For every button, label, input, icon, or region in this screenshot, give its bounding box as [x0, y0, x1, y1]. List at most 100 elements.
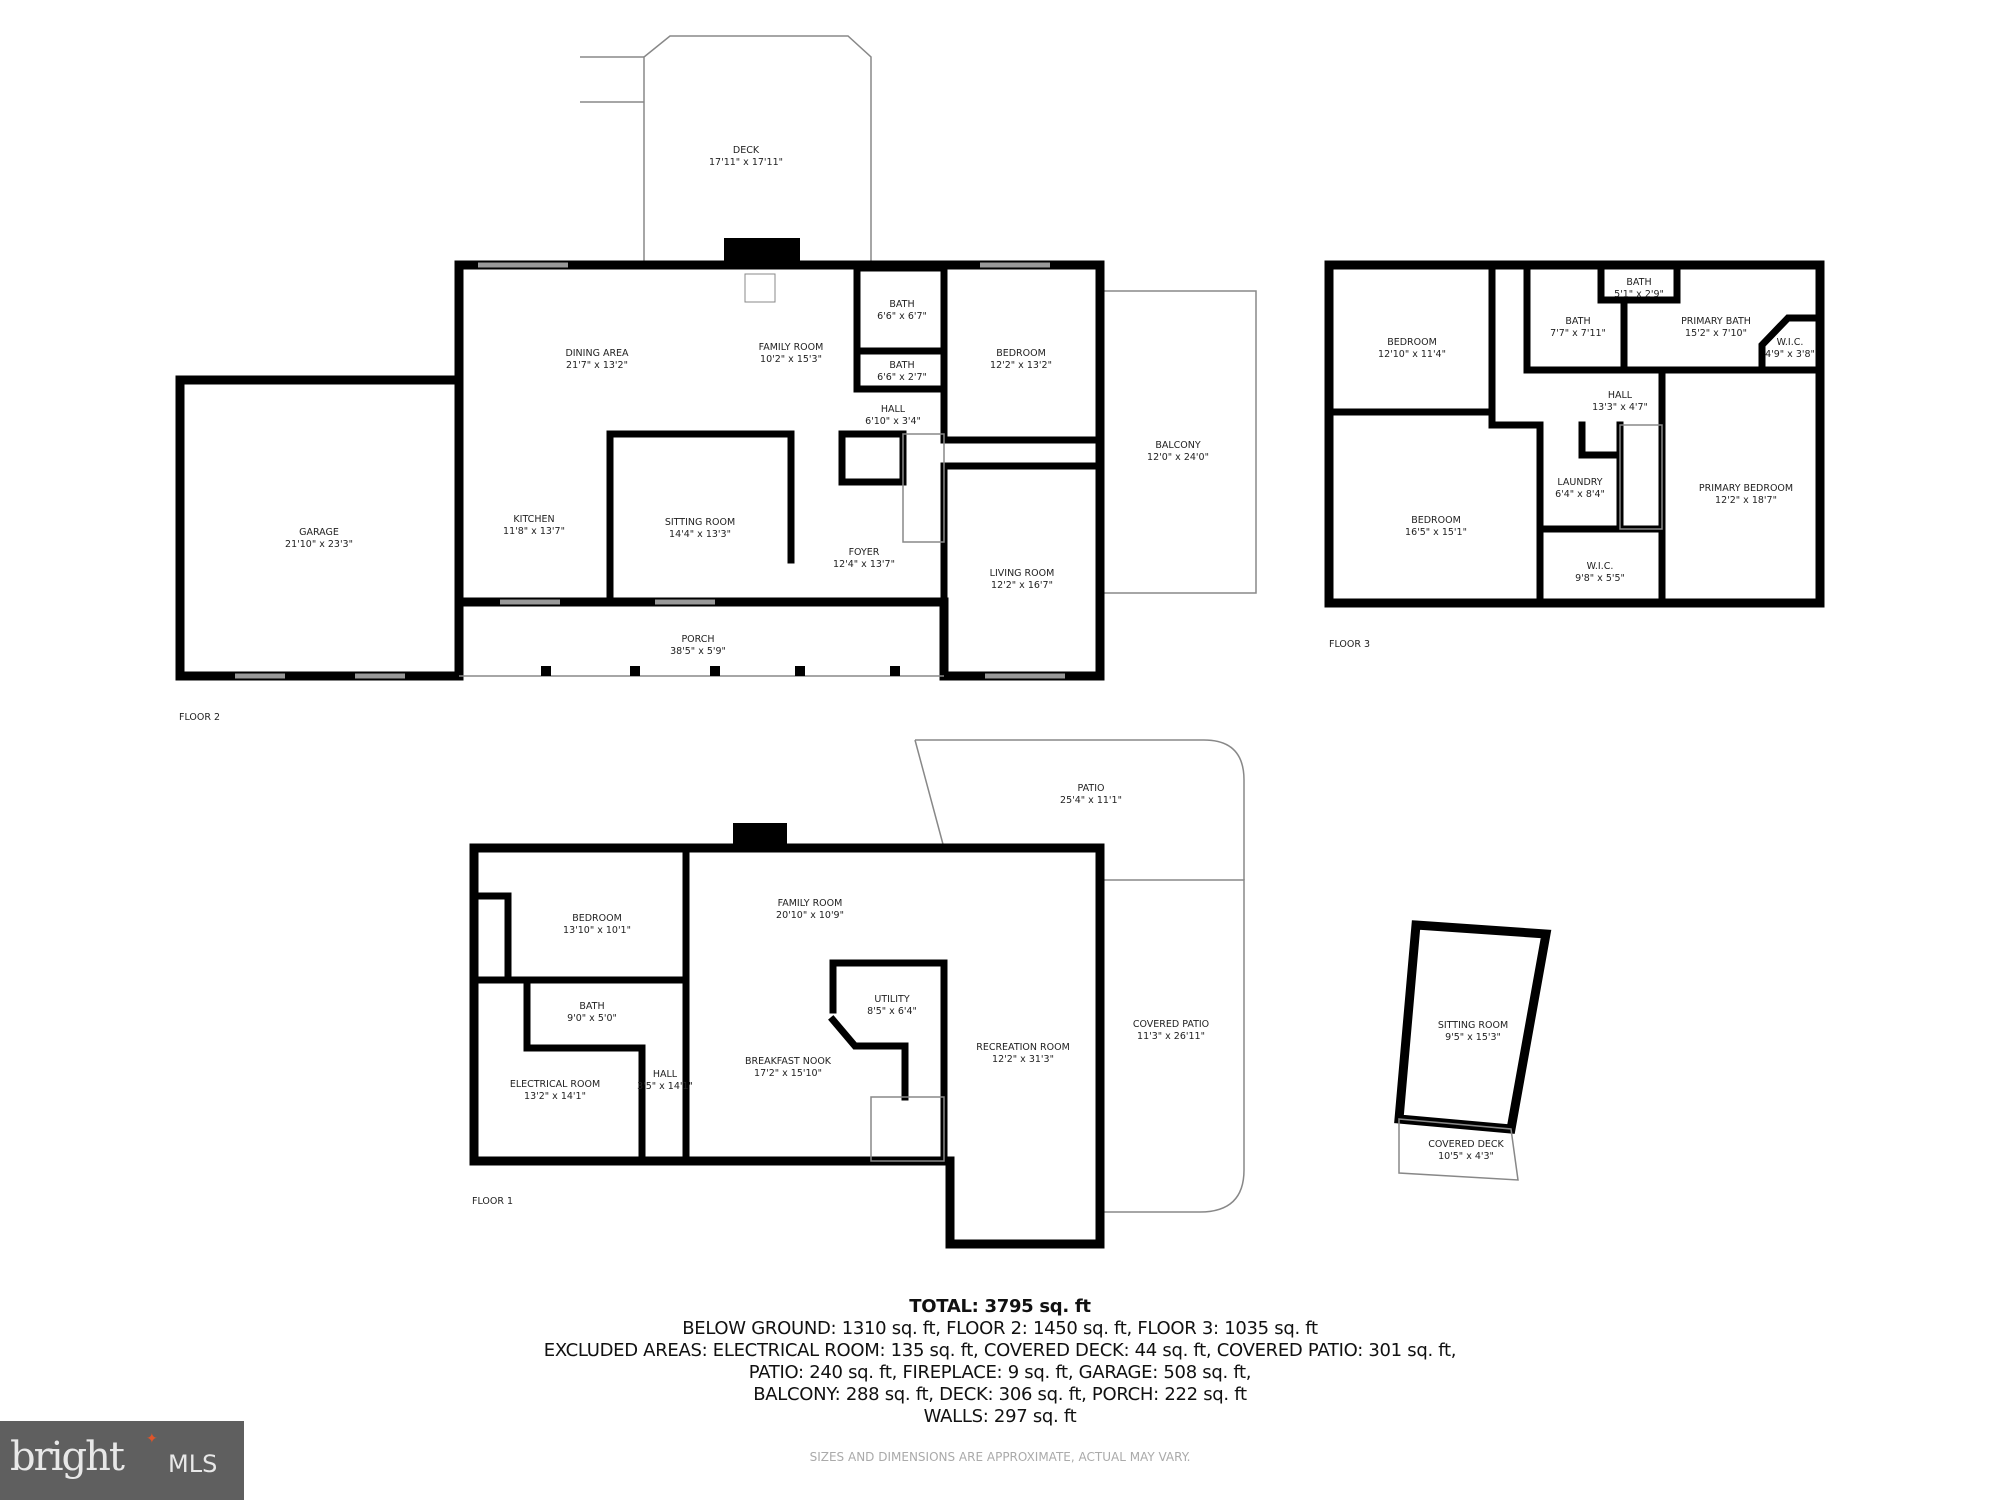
- room-name: BATH: [1565, 316, 1590, 327]
- room-name: FAMILY ROOM: [778, 898, 843, 909]
- area-summary: TOTAL: 3795 sq. ft BELOW GROUND: 1310 sq…: [0, 1296, 2000, 1428]
- closet-wall: [838, 430, 907, 486]
- room-name: ELECTRICAL ROOM: [510, 1079, 600, 1090]
- patio-outline: [914, 739, 1245, 880]
- room-name: HALL: [653, 1069, 678, 1080]
- room-dims: 17'11" x 17'11": [709, 157, 783, 168]
- room-name: PRIMARY BEDROOM: [1699, 483, 1793, 494]
- room-name: HALL: [881, 404, 906, 415]
- room-name: BEDROOM: [1387, 337, 1437, 348]
- room-name: SITTING ROOM: [1438, 1020, 1508, 1031]
- room-name: UTILITY: [874, 994, 909, 1005]
- windows: [235, 262, 1065, 679]
- porch-posts: [541, 666, 900, 676]
- room-dims: 12'0" x 24'0": [1147, 452, 1209, 463]
- wall: [1597, 261, 1681, 304]
- room-dims: 21'10" x 23'3": [285, 539, 353, 550]
- bright-mls-logo: bright ✦ MLS: [0, 1421, 244, 1500]
- room-dims: 8'5" x 6'4": [867, 1006, 917, 1017]
- floor-label: FLOOR 2: [179, 712, 220, 723]
- room-name: PORCH: [681, 634, 714, 645]
- room-name: PATIO: [1078, 783, 1105, 794]
- room-name: RECREATION ROOM: [976, 1042, 1070, 1053]
- room-dims: 21'7" x 13'2": [566, 360, 628, 371]
- room-name: BATH: [579, 1001, 604, 1012]
- outbuilding-plan: [1394, 920, 1552, 1181]
- room-dims: 12'10" x 11'4": [1378, 349, 1446, 360]
- logo-suffix: MLS: [168, 1450, 218, 1478]
- summary-line: PATIO: 240 sq. ft, FIREPLACE: 9 sq. ft, …: [748, 1362, 1252, 1383]
- room-name: FAMILY ROOM: [759, 342, 824, 353]
- room-name: SITTING ROOM: [665, 517, 735, 528]
- room-dims: 12'2" x 16'7": [991, 580, 1053, 591]
- utility-wall: [828, 1015, 909, 1101]
- room-dims: 9'8" x 5'5": [1575, 573, 1625, 584]
- room-dims: 12'2" x 18'7": [1715, 495, 1777, 506]
- room-name: PRIMARY BATH: [1681, 316, 1751, 327]
- summary-line: EXCLUDED AREAS: ELECTRICAL ROOM: 135 sq.…: [543, 1340, 1457, 1361]
- room-name: GARAGE: [299, 527, 339, 538]
- garage-wall: [175, 375, 464, 681]
- room-name: BEDROOM: [996, 348, 1046, 359]
- room-dims: 10'2" x 15'3": [760, 354, 822, 365]
- floor3-outer-wall: [1324, 260, 1825, 608]
- total-area: TOTAL: 3795 sq. ft: [909, 1296, 1091, 1317]
- room-name: W.I.C.: [1777, 337, 1804, 348]
- room-dims: 6'10" x 3'4": [865, 416, 921, 427]
- covered-patio-outline: [1100, 879, 1245, 1213]
- room-dims: 13'2" x 14'1": [524, 1091, 586, 1102]
- room-dims: 16'5" x 15'1": [1405, 527, 1467, 538]
- floor-3-plan: [1324, 260, 1825, 608]
- room-name: DINING AREA: [565, 348, 629, 359]
- wall: [1578, 421, 1618, 459]
- room-name: BEDROOM: [572, 913, 622, 924]
- floor-label: FLOOR 1: [472, 1196, 513, 1207]
- room-name: COVERED DECK: [1428, 1139, 1504, 1150]
- room-dims: 13'10" x 10'1": [563, 925, 631, 936]
- summary-line: BELOW GROUND: 1310 sq. ft, FLOOR 2: 1450…: [682, 1318, 1318, 1339]
- logo-star-icon: ✦: [146, 1431, 158, 1447]
- room-name: BEDROOM: [1411, 515, 1461, 526]
- room-dims: 10'5" x 4'3": [1438, 1151, 1494, 1162]
- wic-wall: [1758, 314, 1824, 374]
- floor-2-plan: [175, 35, 1257, 681]
- room-name: BALCONY: [1155, 440, 1201, 451]
- room-dims: 12'2" x 31'3": [992, 1054, 1054, 1065]
- fireplace-icon: [744, 273, 776, 303]
- room-dims: 12'2" x 13'2": [990, 360, 1052, 371]
- room-dims: 20'10" x 10'9": [776, 910, 844, 921]
- room-dims: 11'3" x 26'11": [1137, 1031, 1205, 1042]
- room-name: DECK: [733, 145, 760, 156]
- covered-deck-outline: [1398, 1118, 1519, 1181]
- room-name: BATH: [889, 360, 914, 371]
- room-dims: 15'2" x 7'10": [1685, 328, 1747, 339]
- stairs: [1619, 424, 1663, 530]
- room-name: COVERED PATIO: [1133, 1019, 1209, 1030]
- room-dims: 14'4" x 13'3": [669, 529, 731, 540]
- room-dims: 11'8" x 13'7": [503, 526, 565, 537]
- summary-line: WALLS: 297 sq. ft: [923, 1406, 1077, 1427]
- room-dims: 12'4" x 13'7": [833, 559, 895, 570]
- room-dims: 6'6" x 2'7": [877, 372, 927, 383]
- room-name: KITCHEN: [513, 514, 554, 525]
- wall: [1488, 408, 1544, 607]
- room-name: BATH: [889, 299, 914, 310]
- room-name: BATH: [1626, 277, 1651, 288]
- room-dims: 38'5" x 5'9": [670, 646, 726, 657]
- wall: [1523, 261, 1824, 374]
- floor-label: FLOOR 3: [1329, 639, 1370, 650]
- room-dims: 3'5" x 14'1": [637, 1081, 693, 1092]
- sitting-room-wall: [606, 430, 795, 606]
- wall: [470, 892, 512, 984]
- room-dims: 17'2" x 15'10": [754, 1068, 822, 1079]
- room-dims: 7'7" x 7'11": [1550, 328, 1606, 339]
- room-dims: 5'1" x 2'9": [1614, 289, 1664, 300]
- room-name: FOYER: [849, 547, 880, 558]
- room-name: HALL: [1608, 390, 1633, 401]
- stairs: [870, 1096, 945, 1162]
- room-dims: 6'4" x 8'4": [1555, 489, 1605, 500]
